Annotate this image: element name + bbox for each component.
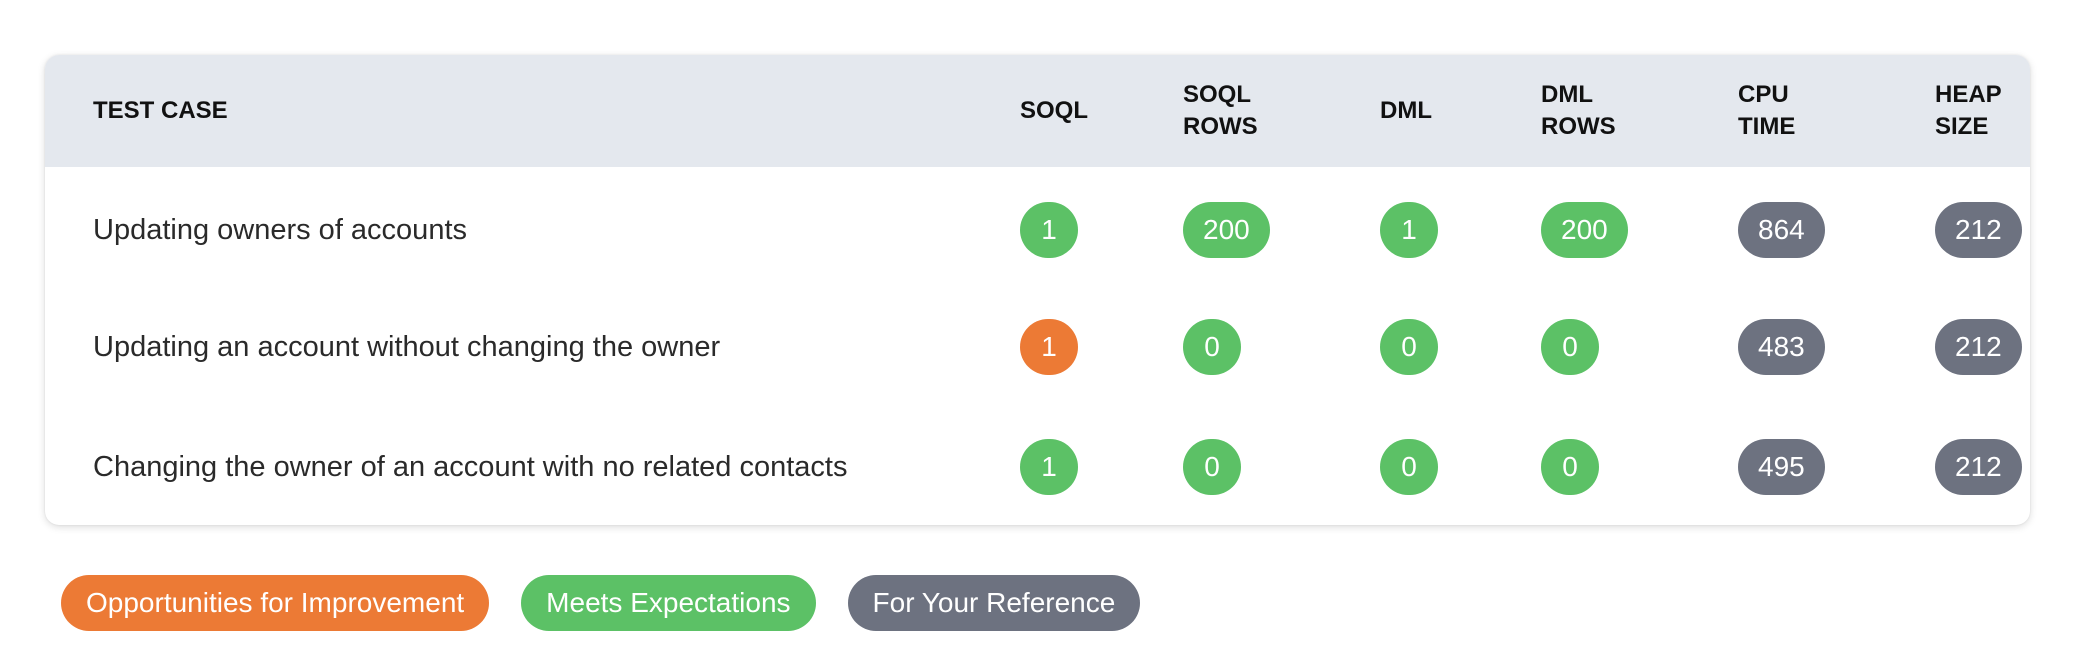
cpu-time-cell: 495 [1738, 407, 1935, 525]
test-case-cell: Updating an account without changing the… [45, 287, 1020, 407]
soql-rows-badge: 200 [1183, 202, 1270, 258]
dml-rows-cell: 200 [1541, 167, 1738, 287]
dml-cell: 0 [1380, 287, 1541, 407]
table-row: Updating an account without changing the… [45, 287, 2030, 407]
soql-badge: 1 [1020, 202, 1078, 258]
dml-rows-cell: 0 [1541, 287, 1738, 407]
dml-rows-badge: 0 [1541, 439, 1599, 495]
cpu-time-cell: 864 [1738, 167, 1935, 287]
heap-size-badge: 212 [1935, 202, 2022, 258]
cpu-time-badge: 495 [1738, 439, 1825, 495]
table-row: Updating owners of accounts 1 200 1 200 … [45, 167, 2030, 287]
dml-rows-badge: 200 [1541, 202, 1628, 258]
header-test-case: TEST CASE [93, 97, 228, 124]
heap-size-cell: 212 [1935, 287, 2030, 407]
soql-cell: 1 [1020, 407, 1183, 525]
cpu-time-cell: 483 [1738, 287, 1935, 407]
dml-cell: 1 [1380, 167, 1541, 287]
header-dml: DML [1380, 97, 1432, 124]
dml-cell: 0 [1380, 407, 1541, 525]
soql-rows-cell: 0 [1183, 287, 1380, 407]
soql-rows-cell: 0 [1183, 407, 1380, 525]
soql-rows-badge: 0 [1183, 319, 1241, 375]
test-case-name: Updating an account without changing the… [93, 330, 721, 363]
cpu-time-badge: 864 [1738, 202, 1825, 258]
legend-improvement: Opportunities for Improvement [61, 575, 490, 631]
dml-badge: 0 [1380, 439, 1438, 495]
header-soql: SOQL [1020, 97, 1089, 124]
heap-size-cell: 212 [1935, 407, 2030, 525]
soql-cell: 1 [1020, 287, 1183, 407]
dml-rows-cell: 0 [1541, 407, 1738, 525]
test-case-cell: Changing the owner of an account with no… [45, 407, 1020, 525]
test-case-name: Changing the owner of an account with no… [93, 450, 848, 483]
soql-cell: 1 [1020, 167, 1183, 287]
dml-rows-badge: 0 [1541, 319, 1599, 375]
soql-rows-cell: 200 [1183, 167, 1380, 287]
test-case-cell: Updating owners of accounts [45, 167, 1020, 287]
soql-badge: 1 [1020, 319, 1078, 375]
heap-size-badge: 212 [1935, 319, 2022, 375]
heap-size-cell: 212 [1935, 167, 2030, 287]
heap-size-badge: 212 [1935, 439, 2022, 495]
test-case-name: Updating owners of accounts [93, 213, 467, 246]
soql-badge: 1 [1020, 439, 1078, 495]
cpu-time-badge: 483 [1738, 319, 1825, 375]
table-row: Changing the owner of an account with no… [45, 407, 2030, 525]
soql-rows-badge: 0 [1183, 439, 1241, 495]
legend-reference: For Your Reference [847, 575, 1141, 631]
dml-badge: 0 [1380, 319, 1438, 375]
dml-badge: 1 [1380, 202, 1438, 258]
legend-meets-expectations: Meets Expectations [521, 575, 816, 631]
legend: Opportunities for Improvement Meets Expe… [61, 575, 1141, 631]
